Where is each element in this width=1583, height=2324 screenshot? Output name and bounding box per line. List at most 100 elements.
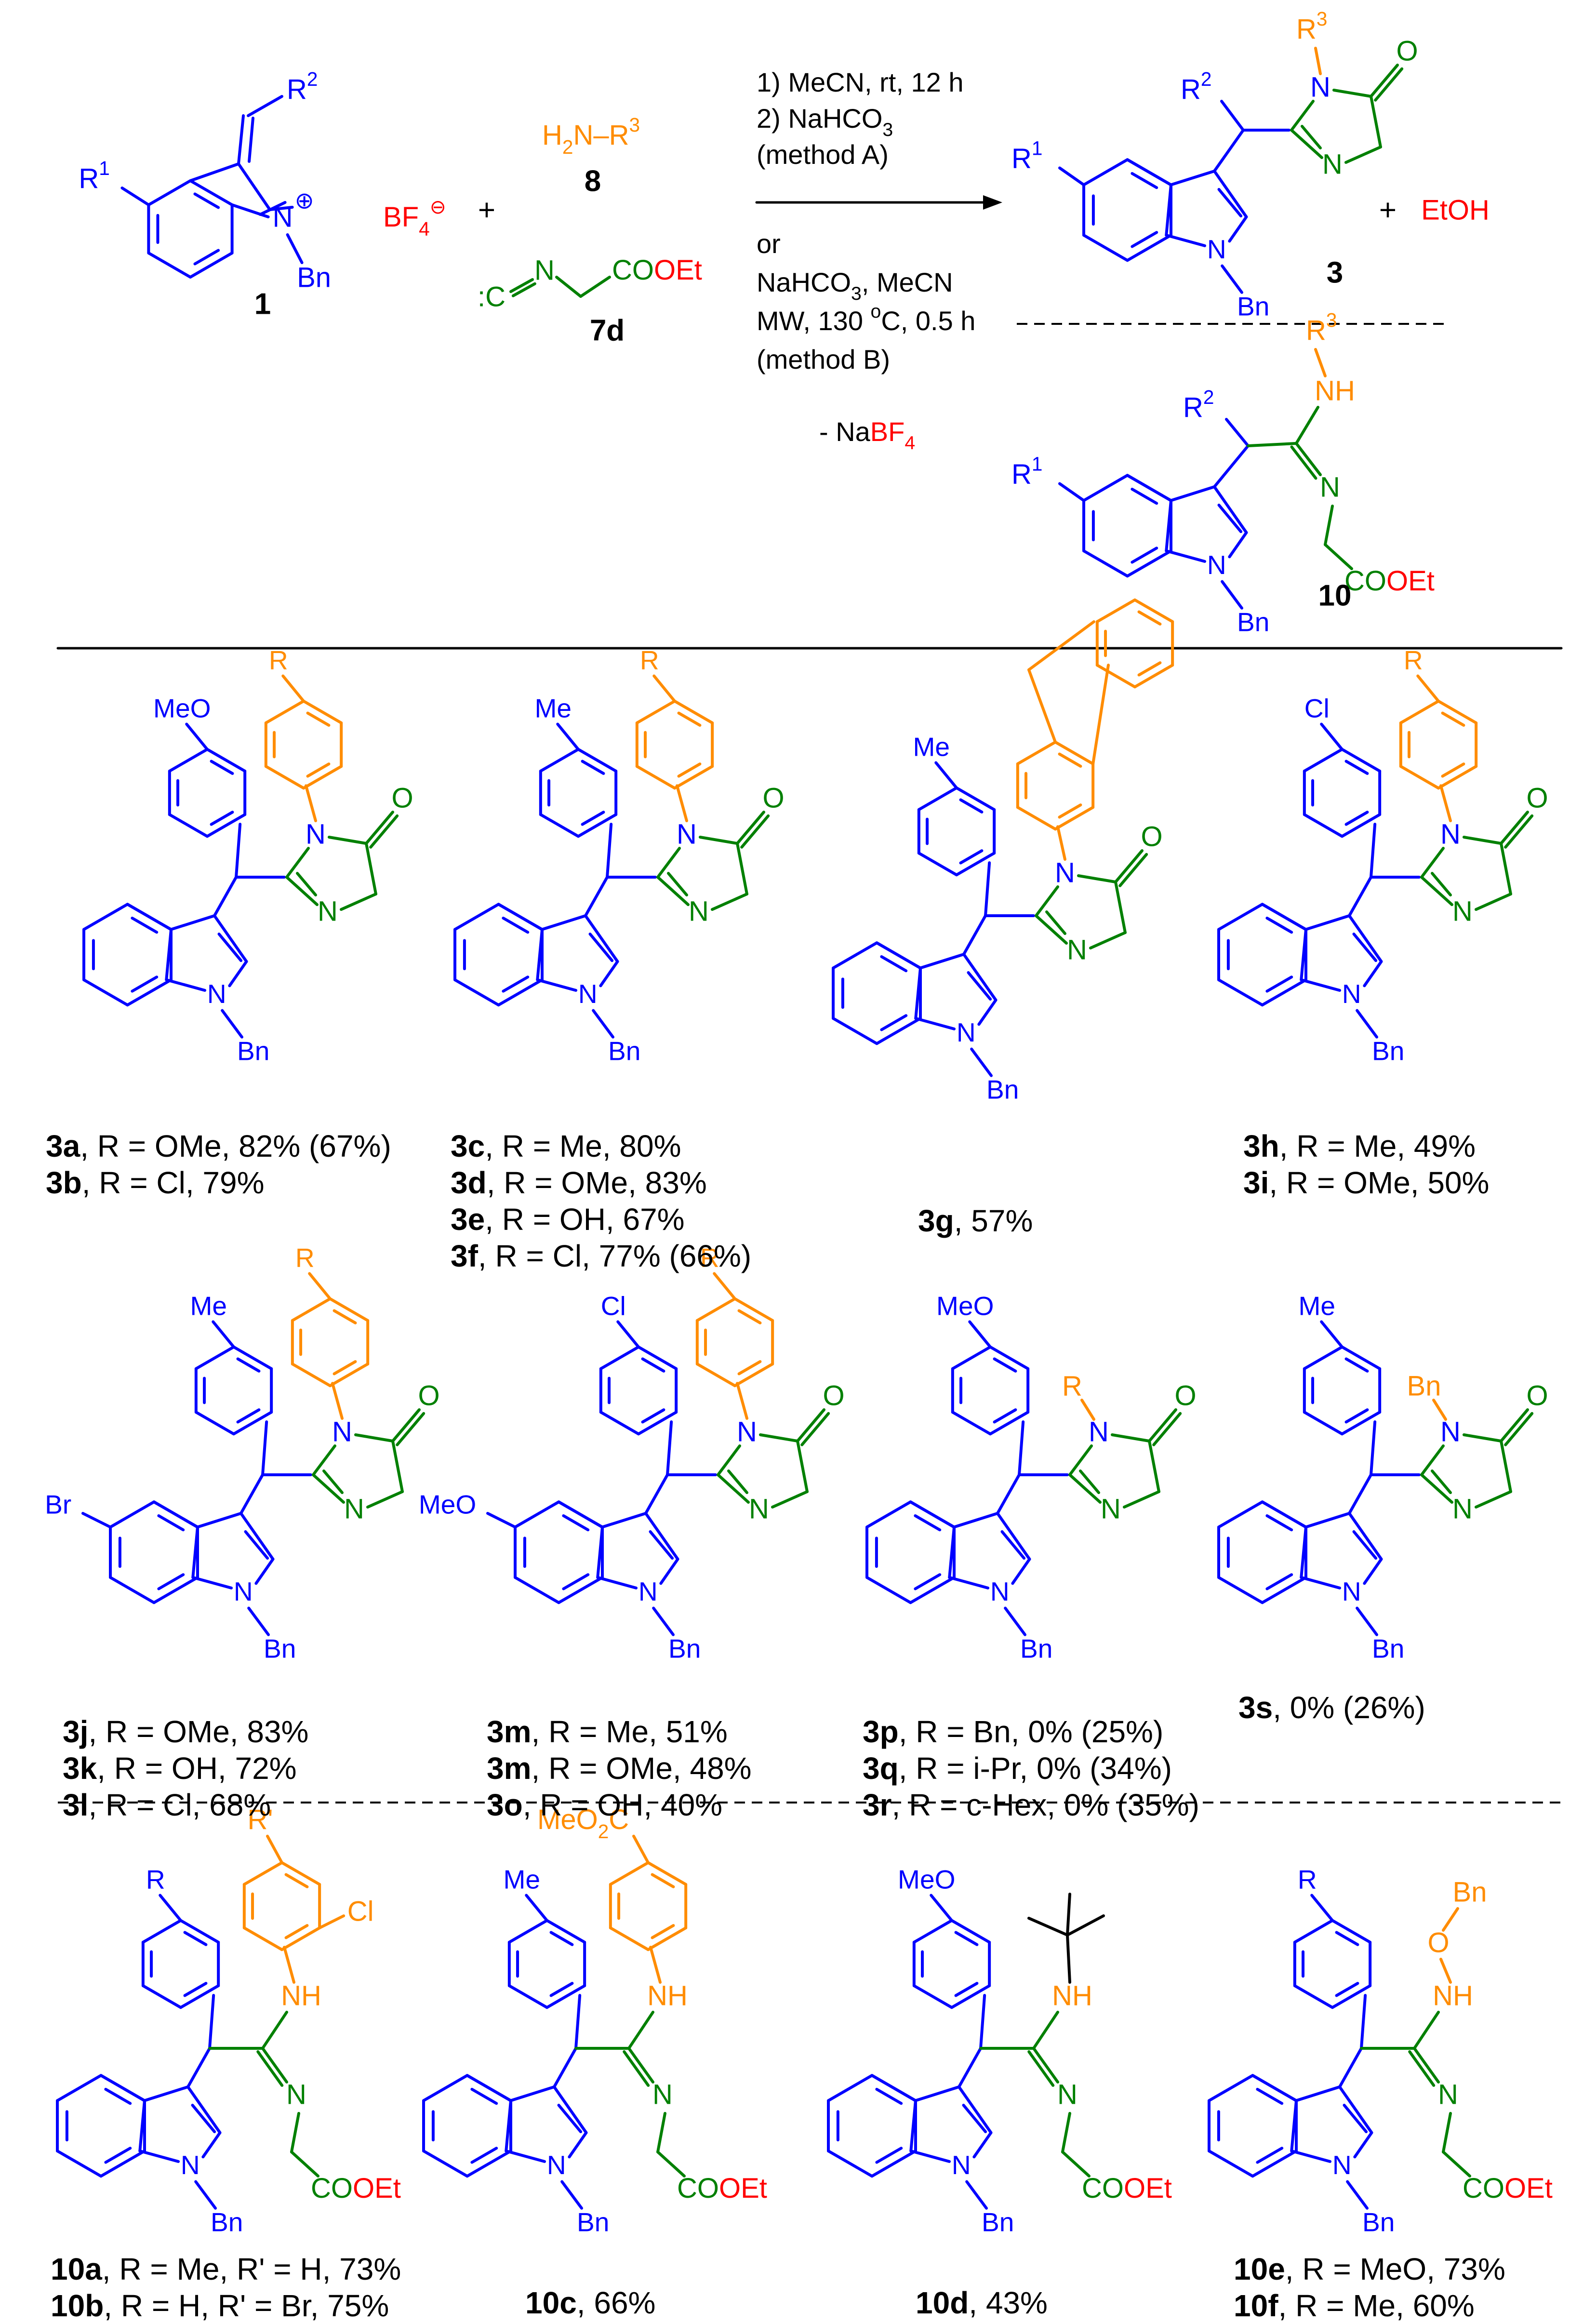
methine-bond <box>186 2047 211 2088</box>
condition-line: NaHCO3, MeCN <box>757 267 953 304</box>
imidazolone-n3: N <box>332 1416 352 1447</box>
compound-number: 7d <box>590 314 625 347</box>
aryl-bond <box>545 1984 586 2009</box>
indolium-bond <box>193 192 220 209</box>
condition-line: or <box>757 228 781 259</box>
indole-bond <box>1356 1606 1378 1636</box>
benzyl-label: Bn <box>1372 1634 1404 1664</box>
benzyl-label: Bn <box>1362 2207 1395 2237</box>
indole-bond <box>1228 531 1248 559</box>
fluorene-bond <box>1091 664 1110 765</box>
caption-line: 3h, R = Me, 49% <box>1243 1128 1489 1164</box>
compound-yield: , R = Me, 49% <box>1279 1129 1476 1163</box>
aryl-bond <box>637 1345 678 1370</box>
plus-sign: + <box>478 193 495 227</box>
indole-bond <box>1217 978 1264 1007</box>
compound-yield: , R = MeO, 73% <box>1285 2252 1505 2286</box>
compound-id: 3r <box>863 1788 892 1822</box>
compound-id: 3m <box>487 1751 532 1786</box>
indole-bond <box>1346 2180 1369 2210</box>
methine-bond <box>984 861 991 917</box>
methine-bond <box>1348 876 1372 917</box>
aryl-substituent: Cl <box>1304 694 1330 723</box>
benzyl-label: Bn <box>237 1036 269 1066</box>
indole-nitrogen: N <box>578 979 598 1009</box>
indole-bond <box>536 928 544 981</box>
methine-bond <box>666 1420 673 1476</box>
methine-bond <box>574 1994 582 2050</box>
indole-bond <box>247 1606 270 1636</box>
imidazolone-bond <box>285 876 319 906</box>
indole-bond <box>557 1576 604 1604</box>
n-aryl-bond <box>280 1861 321 1886</box>
indole-bond <box>1265 1573 1293 1590</box>
aryl-bond <box>955 786 996 811</box>
indole-bond <box>557 2104 583 2134</box>
compound-caption: 10d, 43% <box>916 2284 1048 2321</box>
indole-bond <box>1217 1500 1264 1529</box>
indole-bond <box>82 978 129 1007</box>
indole-bond <box>1126 549 1172 578</box>
indole-bond <box>1348 1512 1383 1561</box>
indole-bond <box>1169 170 1216 187</box>
carbonyl-bond <box>1374 67 1404 102</box>
imidazolone-bond <box>1475 893 1512 911</box>
imidazolone-bond <box>1463 1433 1503 1442</box>
exocyclic-bond <box>248 117 254 163</box>
aryl-substituent: Me <box>1298 1291 1335 1321</box>
aryl-bond <box>955 852 996 877</box>
amidine-bond <box>627 2011 654 2050</box>
indole-bond <box>553 2085 588 2134</box>
amine-nh: NH <box>1315 375 1355 406</box>
aryl-bond <box>159 1894 182 1922</box>
tetrafluoroborate: BF4⊖ <box>383 196 446 240</box>
n-substituent-bond <box>1432 1399 1447 1421</box>
methine-bond <box>1018 1420 1025 1476</box>
indole-bond <box>138 2150 180 2163</box>
aryl-bond <box>232 1411 273 1436</box>
indole-nitrogen: N <box>547 2150 566 2180</box>
aryl-bond <box>599 1345 640 1370</box>
imidazolone-n1: N <box>1452 895 1473 927</box>
n-aryl-bond <box>281 674 305 703</box>
benzyl-label: Bn <box>1237 607 1269 637</box>
glycine-bond <box>656 2150 686 2177</box>
indole-bond <box>958 2085 993 2134</box>
indole-bond <box>169 914 216 931</box>
oxygen-label: O <box>1427 1927 1449 1958</box>
indole-bond <box>99 2150 146 2178</box>
amidine-bond <box>1413 2011 1440 2050</box>
indole-bond <box>1338 2085 1373 2134</box>
methine-bond <box>261 1420 268 1476</box>
ester-label: COOEt <box>612 254 702 286</box>
imidazolone-bond <box>1420 1444 1445 1476</box>
glycine-bond <box>1324 505 1334 546</box>
indole-bond <box>99 2074 146 2102</box>
n-aryl-bond <box>264 699 305 724</box>
aryl-bond <box>581 760 605 775</box>
carbonyl-bond <box>1370 64 1399 98</box>
carbonyl-bond <box>1114 849 1144 883</box>
compound-id: 10b <box>51 2288 104 2323</box>
carbonyl-oxygen: O <box>1141 821 1162 852</box>
aryl-bond <box>194 1345 235 1370</box>
imidazolone-n1: N <box>1322 148 1343 180</box>
compound-number: 10 <box>1318 579 1352 612</box>
amine-label: H2N–R3 <box>542 114 640 158</box>
indole-bond <box>914 1017 956 1030</box>
fluorene-bond <box>1058 803 1082 819</box>
imine-bond <box>256 2050 284 2087</box>
aryl-bond <box>581 811 605 826</box>
indole-bond <box>497 903 544 931</box>
indole-bond <box>466 2150 512 2178</box>
aryl-bond <box>179 1984 220 2009</box>
imine-bond <box>1295 442 1322 476</box>
imidazolone-n1: N <box>1067 934 1087 965</box>
n-aryl-bond <box>677 711 702 727</box>
compound-yield: , 66% <box>576 2285 656 2320</box>
indole-bond <box>1261 903 1307 931</box>
indole-bond <box>1217 1576 1264 1604</box>
aryl-bond <box>1320 722 1344 751</box>
compound-yield: , R = Me, R' = H, 73% <box>102 2252 401 2286</box>
indole-bond <box>1352 1530 1378 1560</box>
